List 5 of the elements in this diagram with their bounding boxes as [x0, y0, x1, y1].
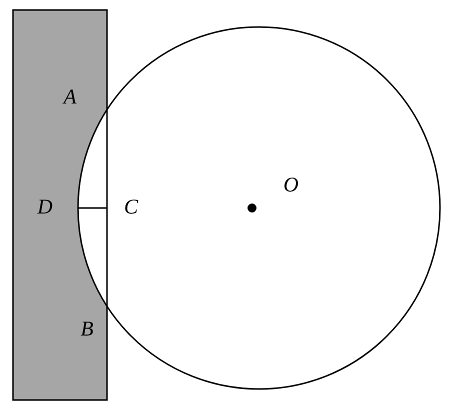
point-label: C: [124, 196, 138, 218]
point-label: A: [64, 86, 76, 108]
point-label: D: [37, 196, 53, 218]
point-label: O: [283, 174, 299, 196]
point-label: B: [80, 318, 94, 340]
